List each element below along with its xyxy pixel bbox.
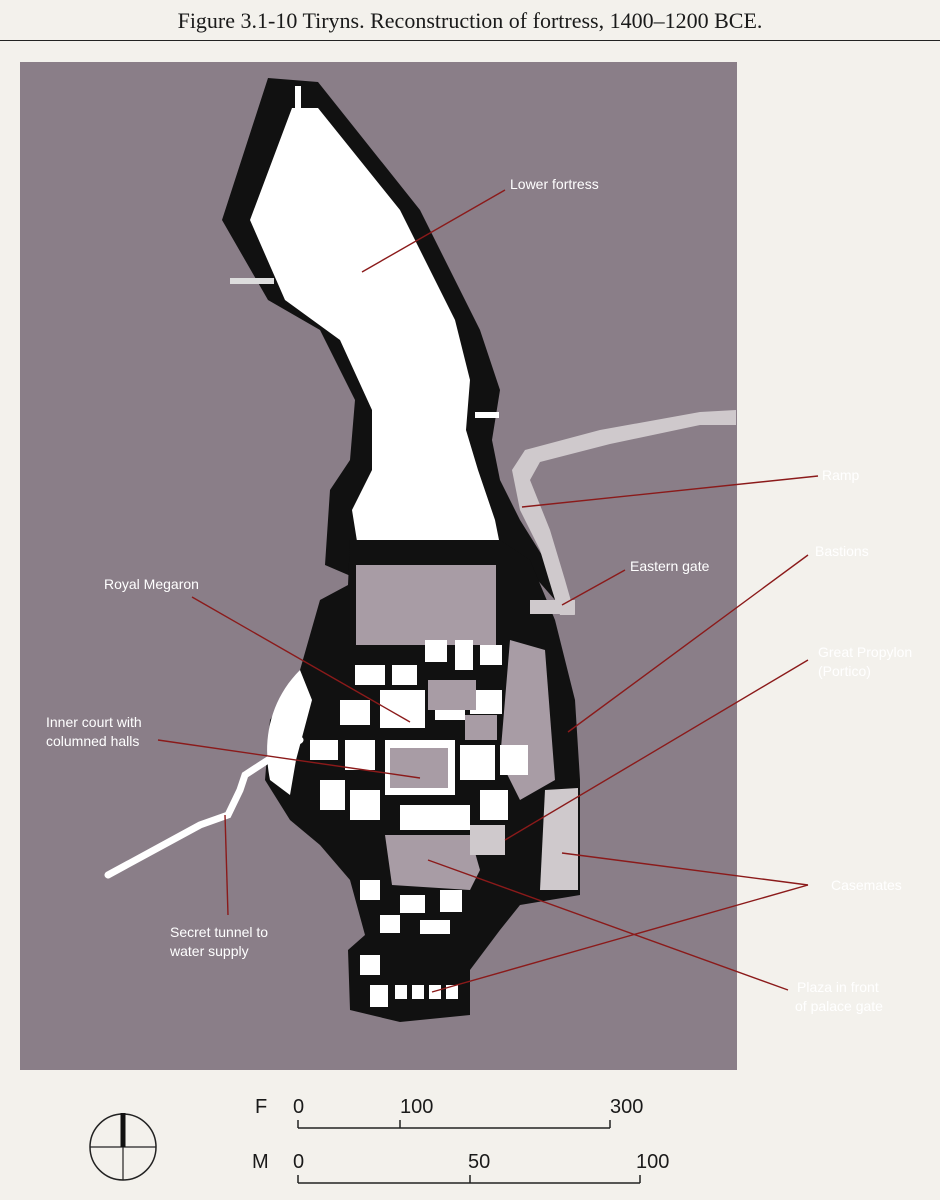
label-casemates: Casemates bbox=[831, 877, 902, 893]
label-lower-fortress: Lower fortress bbox=[510, 176, 599, 192]
scale-bar-meters: M 0 50 100 bbox=[252, 1151, 669, 1184]
scale-meters-tick-100: 100 bbox=[636, 1151, 669, 1173]
label-inner-court-line2: columned halls bbox=[46, 733, 139, 749]
leader-casemates-1 bbox=[561, 852, 809, 886]
figure-caption: Figure 3.1-10 Tiryns. Reconstruction of … bbox=[177, 8, 763, 33]
leader-eastern-gate bbox=[561, 569, 626, 606]
casemate-gallery bbox=[540, 788, 578, 890]
gate-gap-north bbox=[295, 86, 301, 110]
leader-ramp bbox=[521, 475, 819, 508]
secret-tunnel bbox=[104, 736, 304, 879]
leader-royal-megaron bbox=[191, 596, 411, 723]
label-secret-tunnel-line2: water supply bbox=[169, 943, 249, 959]
leader-bastions bbox=[567, 554, 809, 733]
lower-fortress-area bbox=[222, 78, 555, 600]
scale-feet-tick-300: 300 bbox=[610, 1096, 643, 1118]
scale-meters-tick-50: 50 bbox=[468, 1151, 490, 1173]
south-casemates bbox=[360, 955, 458, 1007]
leader-inner-court bbox=[157, 739, 421, 779]
middle-court bbox=[356, 565, 496, 645]
leader-plaza bbox=[427, 859, 789, 991]
great-propylon bbox=[470, 825, 505, 855]
leader-casemates-2 bbox=[431, 884, 809, 993]
label-eastern-gate: Eastern gate bbox=[630, 558, 710, 574]
scale-unit-meters: M bbox=[252, 1151, 269, 1173]
scale-feet-tick-0: 0 bbox=[293, 1096, 304, 1118]
scale-feet-tick-100: 100 bbox=[400, 1096, 433, 1118]
upper-citadel bbox=[265, 540, 580, 1022]
label-portico: (Portico) bbox=[818, 663, 871, 679]
label-secret-tunnel-line1: Secret tunnel to bbox=[170, 924, 268, 940]
leader-secret-tunnel bbox=[224, 814, 229, 916]
megaron-court bbox=[428, 680, 476, 710]
leader-lower-fortress bbox=[361, 189, 506, 273]
label-ramp: Ramp bbox=[822, 467, 860, 483]
scale-meters-tick-0: 0 bbox=[293, 1151, 304, 1173]
caption-rule bbox=[0, 40, 940, 41]
plaza bbox=[385, 835, 480, 890]
leader-lines bbox=[157, 189, 819, 993]
label-great-propylon: Great Propylon bbox=[818, 644, 912, 660]
postern bbox=[230, 278, 274, 284]
label-inner-court-line1: Inner court with bbox=[46, 714, 142, 730]
label-plaza-line1: Plaza in front bbox=[797, 979, 879, 995]
label-plaza-line2: of palace gate bbox=[795, 998, 883, 1014]
scale-unit-feet: F bbox=[255, 1096, 267, 1118]
north-arrow-icon bbox=[89, 1113, 157, 1181]
west-curved-wall bbox=[267, 670, 312, 795]
wall-gap bbox=[475, 412, 499, 418]
scale-bar-feet: F 0 100 300 bbox=[255, 1096, 643, 1129]
small-court bbox=[465, 715, 497, 740]
label-bastions: Bastions bbox=[815, 543, 869, 559]
leader-great-propylon bbox=[504, 659, 809, 841]
inner-court bbox=[390, 748, 448, 788]
label-royal-megaron: Royal Megaron bbox=[104, 576, 199, 592]
